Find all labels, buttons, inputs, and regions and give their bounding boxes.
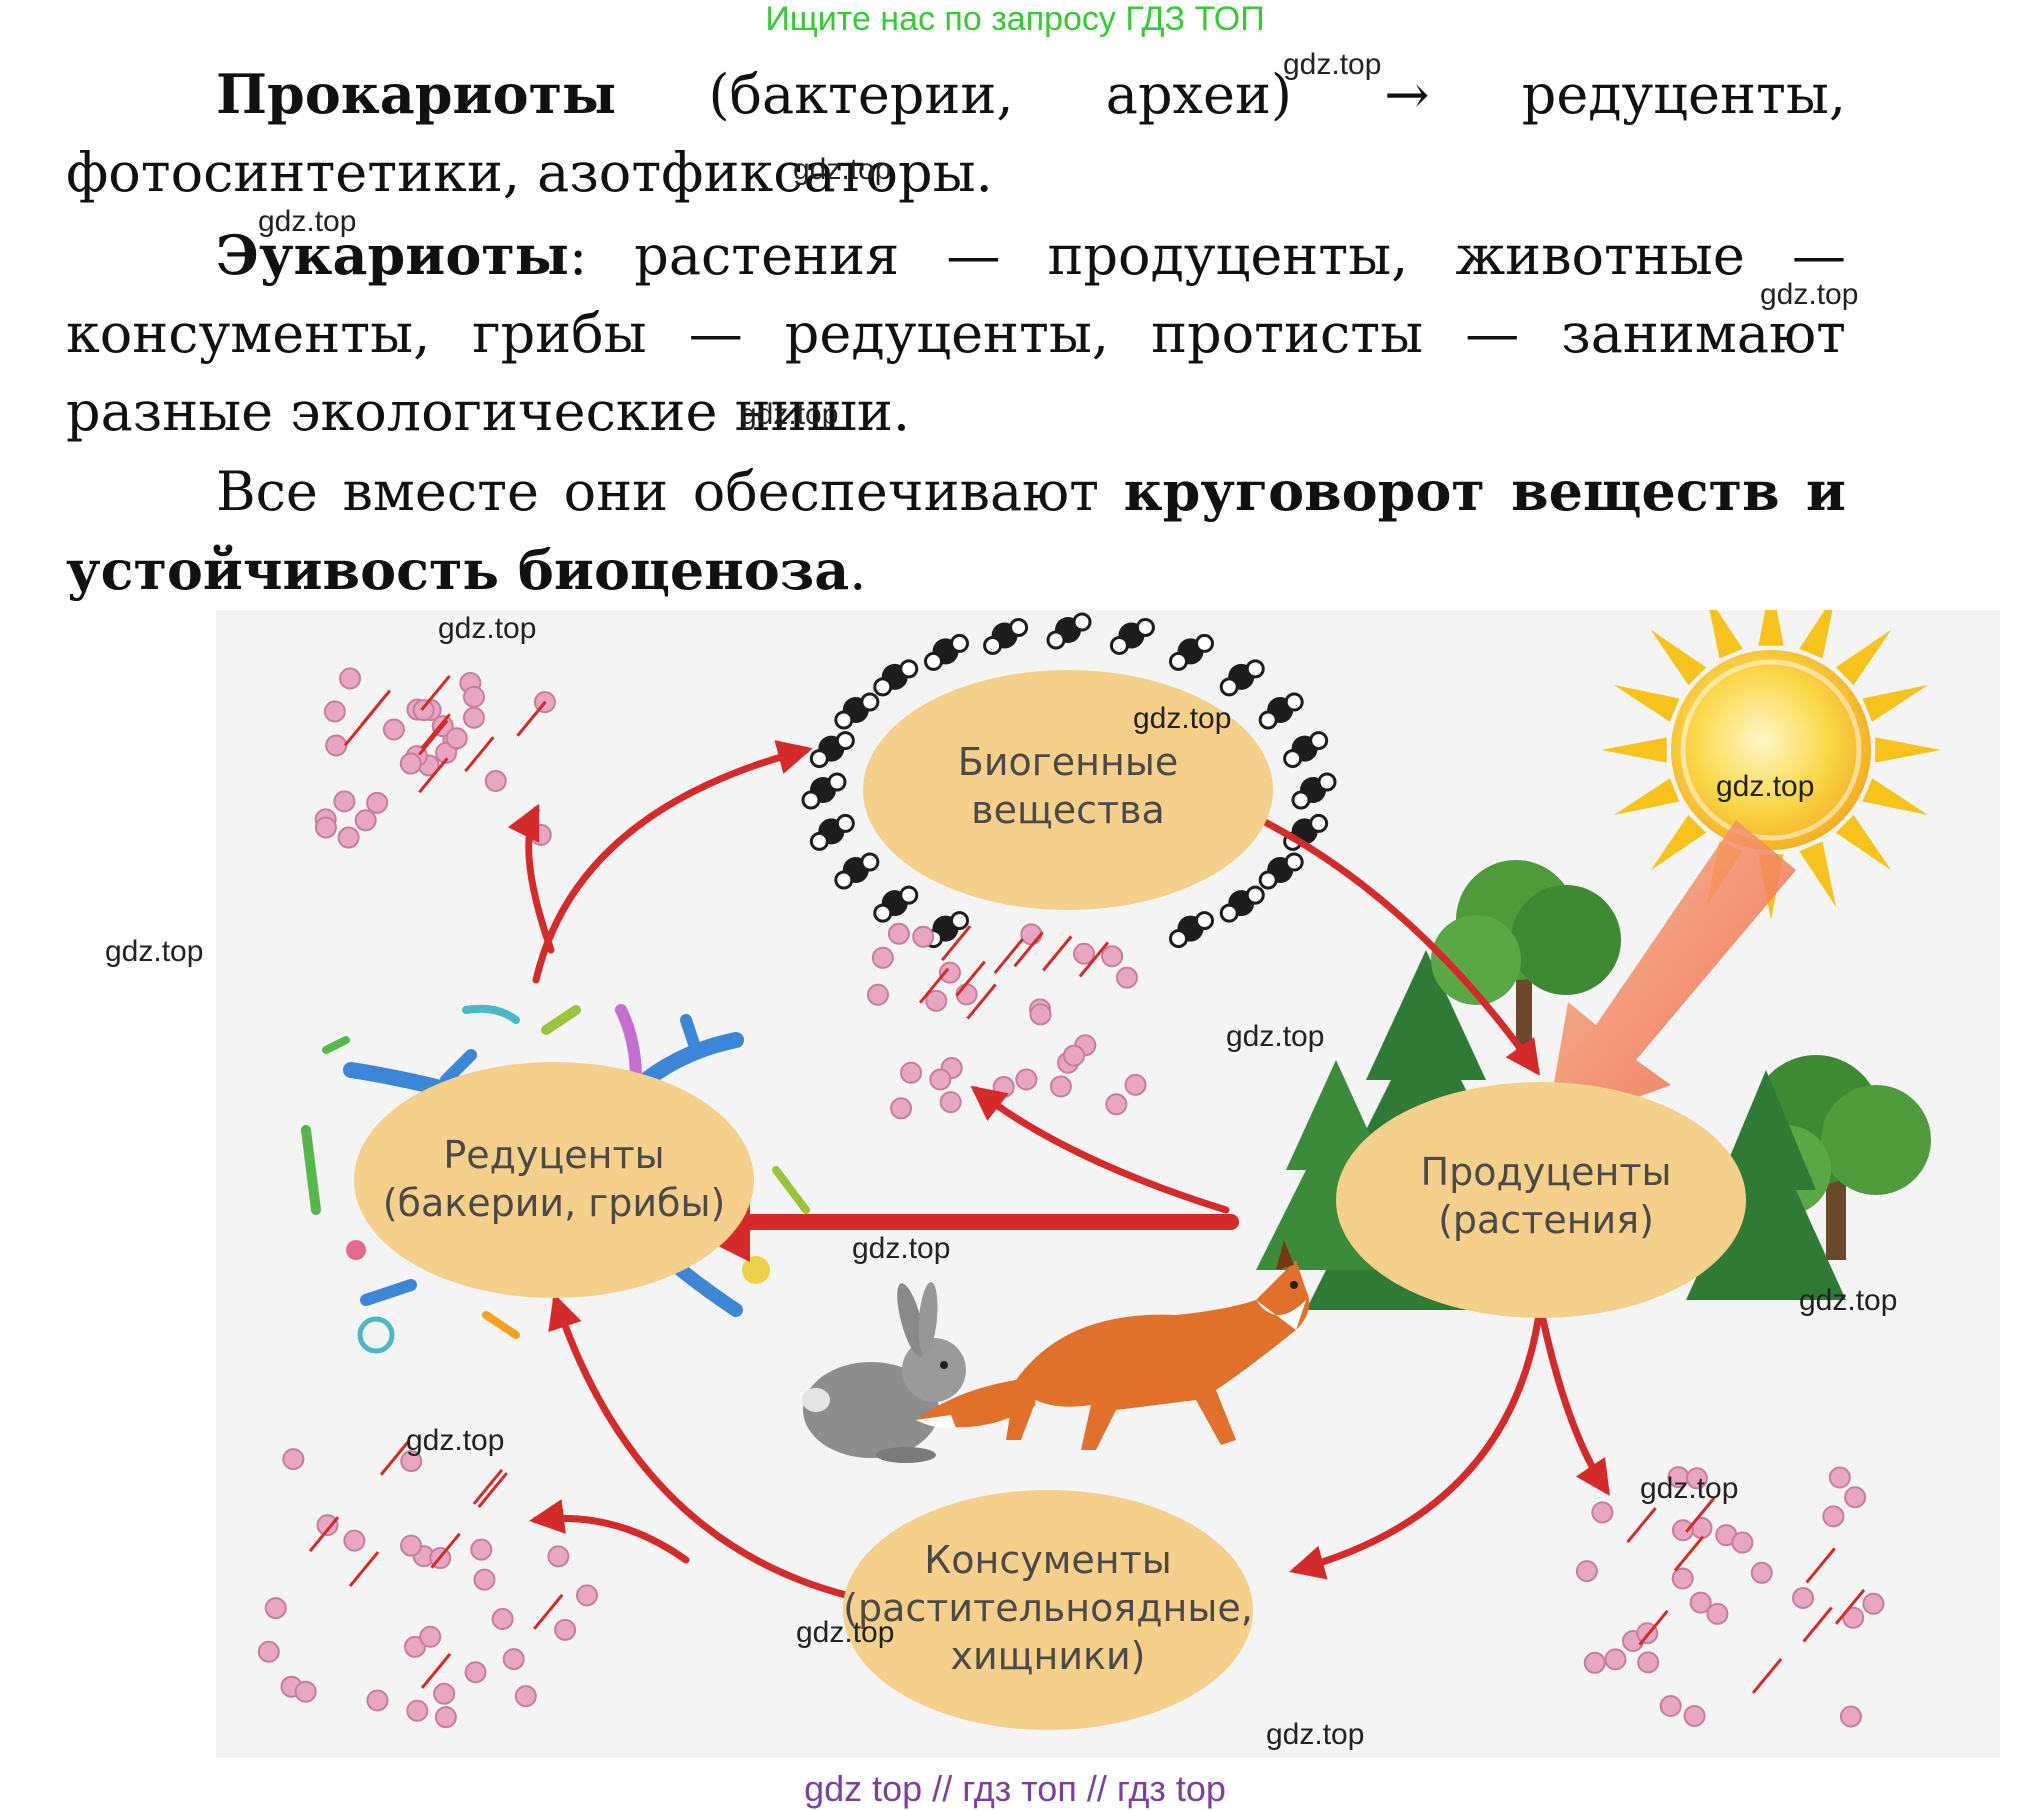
- fox-icon: [916, 1240, 1310, 1450]
- node-biogenic: Биогенные вещества: [863, 670, 1273, 910]
- watermark: gdz.top: [1799, 1284, 1898, 1317]
- paragraph-prokaryotes-text: (бактерии, археи) → редуценты, фотосинте…: [66, 63, 1846, 204]
- ecosystem-cycle-diagram: Биогенные вещества Редуценты (бакерии, г…: [216, 610, 2000, 1758]
- sun-icon: [1601, 610, 1941, 920]
- watermark: gdz.top: [1226, 1020, 1325, 1053]
- term-cycle-stability: круговорот веществ и устойчивость биоцен…: [66, 459, 1846, 602]
- paragraph-summary-lead: Все вместе они обеспечивают: [216, 460, 1124, 523]
- node-consumers: Консументы (растительноядные, хищники): [843, 1490, 1253, 1730]
- watermark: gdz.top: [740, 398, 839, 431]
- watermark: gdz.top: [852, 1232, 951, 1265]
- node-biogenic-line2: вещества: [971, 788, 1165, 832]
- arrow-producers-release-down: [1537, 1306, 1610, 1496]
- node-reducers: Редуценты (бакерии, грибы): [354, 1062, 754, 1298]
- node-reducers-line2: (бакерии, грибы): [383, 1181, 726, 1225]
- paragraph-summary-end: .: [849, 539, 867, 602]
- node-reducers-line1: Редуценты: [443, 1133, 664, 1177]
- arrow-biogenic-to-producers: [1257, 816, 1541, 1076]
- watermark: gdz.top: [258, 205, 357, 238]
- watermark: gdz.top: [1640, 1472, 1739, 1505]
- node-consumers-line3: хищники): [951, 1634, 1146, 1678]
- arrow-consumers-release: [529, 1499, 690, 1564]
- particle-clouds: [257, 667, 1885, 1729]
- molecules-icon: [801, 612, 1337, 949]
- term-prokaryotes: Прокариоты: [216, 62, 617, 126]
- watermark: gdz.top: [796, 1616, 895, 1649]
- paragraph-prokaryotes: Прокариоты (бактерии, археи) → редуценты…: [66, 55, 1846, 212]
- watermark: gdz.top: [105, 935, 204, 968]
- arrow-producers-release: [970, 1085, 1230, 1214]
- node-biogenic-line1: Биогенные: [958, 740, 1178, 784]
- paragraph-summary: Все вместе они обеспечивают круговорот в…: [66, 452, 1846, 610]
- watermark: gdz.top: [793, 153, 892, 186]
- watermark: gdz.top: [1133, 702, 1232, 735]
- node-consumers-line1: Консументы: [924, 1538, 1171, 1582]
- term-eukaryotes: Эукариоты: [216, 223, 569, 287]
- footer-watermark: gdz top // гдз топ // гдз top: [804, 1768, 1226, 1809]
- top-banner: Ищите нас по запросу ГДЗ ТОП: [765, 0, 1265, 38]
- watermark: gdz.top: [1716, 770, 1815, 803]
- rabbit-icon: [802, 1282, 966, 1463]
- ecosystem-cycle-svg: Биогенные вещества Редуценты (бакерии, г…: [257, 610, 1941, 1730]
- watermark: gdz.top: [1266, 1718, 1365, 1751]
- watermark: gdz.top: [406, 1424, 505, 1457]
- arrow-reducers-to-biogenic: [532, 740, 813, 984]
- node-producers-line1: Продуценты: [1421, 1150, 1672, 1194]
- watermark: gdz.top: [438, 612, 537, 645]
- sunlight-arrow-icon: [1546, 820, 1796, 1130]
- paragraph-eukaryotes: Эукариоты: растения — продуценты, животн…: [66, 216, 1846, 451]
- arrow-consumers-to-reducers: [548, 1293, 850, 1599]
- node-consumers-line2: (растительноядные,: [843, 1586, 1253, 1630]
- watermark: gdz.top: [1760, 278, 1859, 311]
- arrow-reducers-release: [507, 803, 555, 954]
- node-producers: Продуценты (растения): [1336, 1082, 1746, 1318]
- watermark: gdz.top: [1283, 48, 1382, 81]
- paragraph-eukaryotes-text: : растения — продуценты, животные — конс…: [66, 224, 1846, 443]
- cycle-arrows: [507, 740, 1610, 1599]
- node-producers-line2: (растения): [1438, 1198, 1654, 1242]
- arrow-producers-to-consumers: [1289, 1296, 1545, 1580]
